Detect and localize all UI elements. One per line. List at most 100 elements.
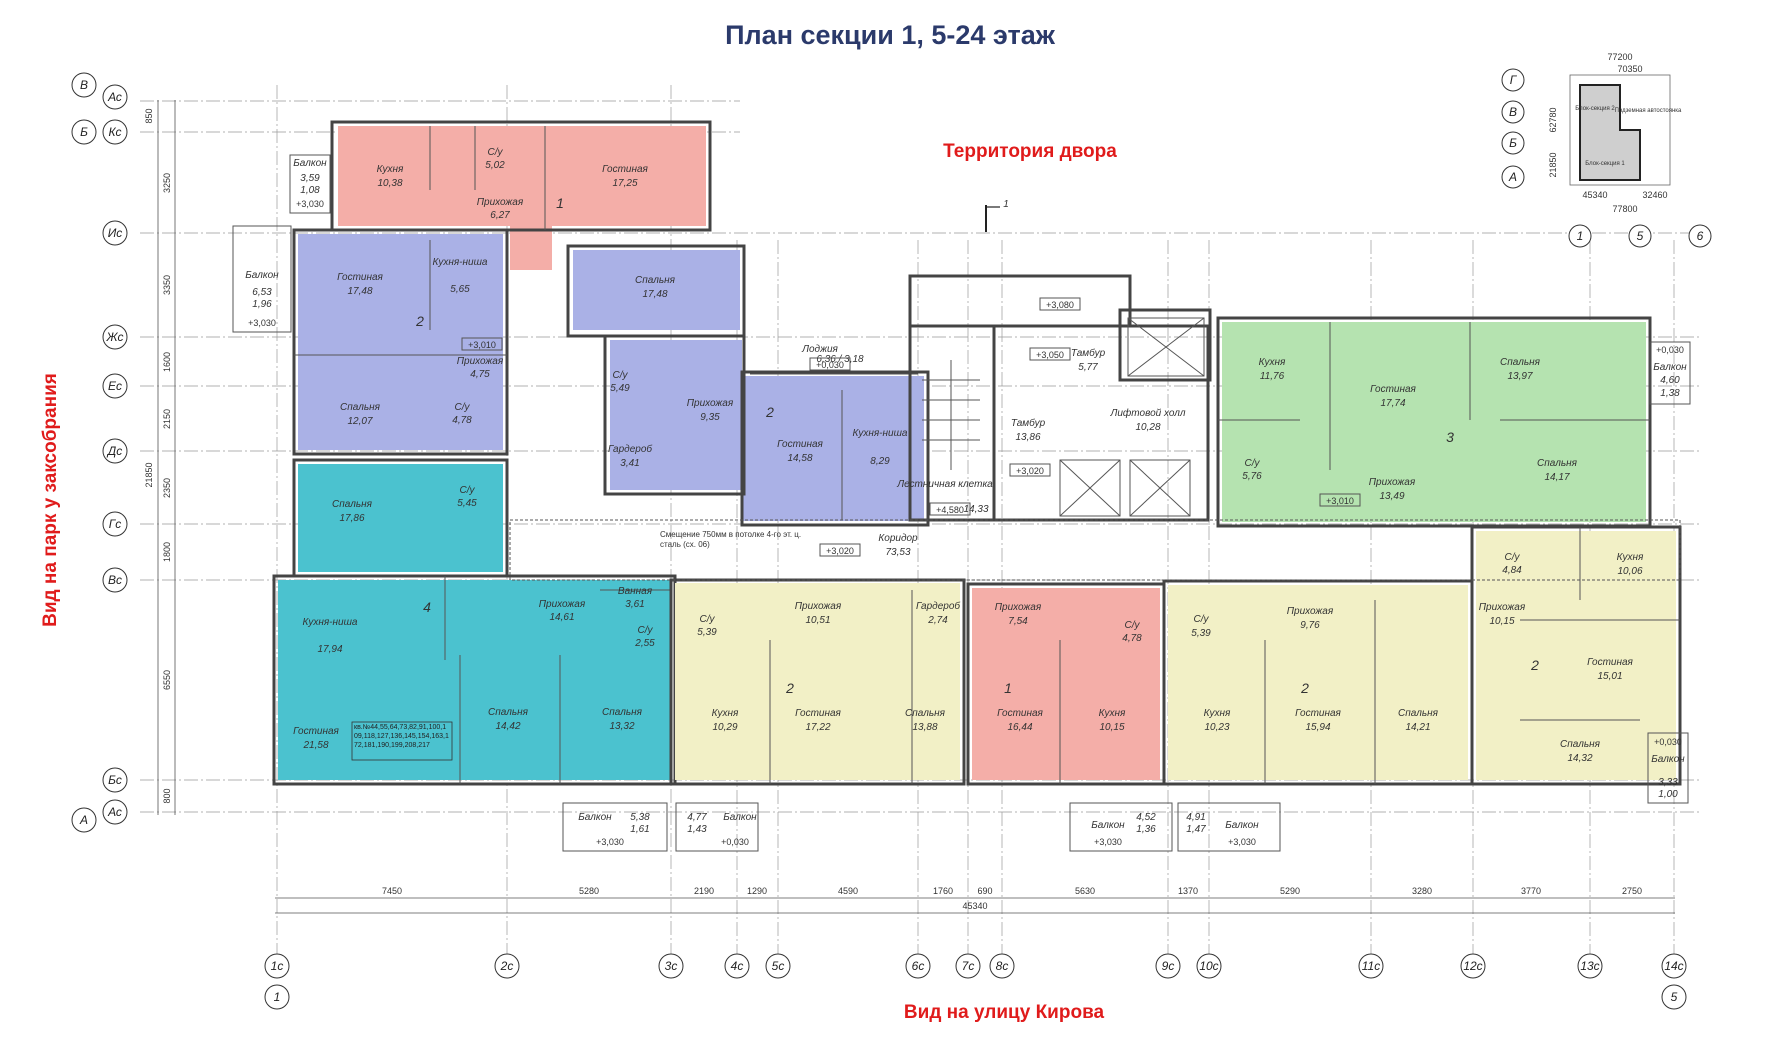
- section-mark: 1: [985, 199, 1009, 232]
- svg-text:21850: 21850: [144, 462, 154, 487]
- apartment-2-left[interactable]: Гостиная 17,48 Кухня-ниша 5,65 Прихожая …: [292, 228, 509, 456]
- svg-text:10,15: 10,15: [1489, 616, 1514, 627]
- svg-text:Кс: Кс: [108, 125, 121, 139]
- svg-text:1800: 1800: [162, 542, 172, 562]
- svg-text:4,78: 4,78: [1122, 633, 1142, 644]
- svg-text:77200: 77200: [1607, 52, 1632, 62]
- svg-text:5,39: 5,39: [1191, 628, 1211, 639]
- svg-text:62780: 62780: [1548, 107, 1558, 132]
- svg-text:5,49: 5,49: [610, 383, 630, 394]
- svg-text:800: 800: [162, 788, 172, 803]
- svg-text:10с: 10с: [1199, 959, 1218, 973]
- svg-text:+0,030: +0,030: [721, 837, 749, 847]
- svg-text:Подземная автостоянка: Подземная автостоянка: [1615, 108, 1682, 114]
- svg-text:7,54: 7,54: [1008, 616, 1028, 627]
- svg-text:Спальня: Спальня: [1500, 357, 1541, 368]
- left-axes: В Ас Б Кс Ис Жс Ес Дс Гс Вс Бс А Ас: [71, 72, 128, 833]
- svg-text:2150: 2150: [162, 409, 172, 429]
- svg-text:3,59: 3,59: [300, 173, 320, 184]
- svg-text:Балкон: Балкон: [245, 270, 279, 281]
- svg-text:Спальня: Спальня: [488, 707, 529, 718]
- svg-text:Гостиная: Гостиная: [777, 439, 823, 450]
- svg-text:5,02: 5,02: [485, 160, 505, 171]
- svg-text:+0,030: +0,030: [1654, 737, 1682, 747]
- svg-text:14,21: 14,21: [1405, 722, 1430, 733]
- bottom-axes: 1с 2с 3с 4с 5с 6с 7с 8с 9с 10с 11с 12с 1…: [264, 953, 1687, 1010]
- svg-text:+3,020: +3,020: [1016, 466, 1044, 476]
- balconies: Балкон 3,59 1,08 +3,030 Балкон 6,53 1,96…: [232, 154, 1691, 852]
- apartment-3[interactable]: Кухня 11,76 Гостиная 17,74 Спальня 13,97…: [1216, 316, 1652, 528]
- svg-text:Тамбур: Тамбур: [1011, 417, 1046, 429]
- svg-text:12,07: 12,07: [347, 416, 372, 427]
- svg-text:Балкон: Балкон: [578, 812, 612, 823]
- svg-text:6: 6: [1697, 229, 1704, 243]
- svg-text:14,61: 14,61: [549, 612, 574, 623]
- svg-text:3350: 3350: [162, 275, 172, 295]
- svg-text:17,22: 17,22: [805, 722, 830, 733]
- svg-text:1: 1: [1003, 199, 1009, 210]
- svg-text:1370: 1370: [1178, 886, 1198, 896]
- svg-text:6,53: 6,53: [252, 287, 272, 298]
- svg-text:+3,010: +3,010: [1326, 496, 1354, 506]
- svg-text:14,17: 14,17: [1544, 472, 1569, 483]
- park-view-label: Вид на парк у заксобрания: [40, 373, 61, 627]
- svg-text:Прихожая: Прихожая: [687, 398, 734, 409]
- svg-text:5280: 5280: [579, 886, 599, 896]
- key-plan: Блок-секция 2 Подземная автостоянка Блок…: [1501, 52, 1712, 248]
- svg-text:+3,030: +3,030: [596, 837, 624, 847]
- svg-text:Лестничная клетка: Лестничная клетка: [896, 479, 993, 490]
- svg-text:4,77: 4,77: [687, 812, 707, 823]
- svg-text:15,01: 15,01: [1597, 671, 1622, 682]
- svg-text:Ас: Ас: [107, 90, 122, 104]
- svg-text:Кухня: Кухня: [1204, 708, 1231, 719]
- svg-text:Блок-секция 1: Блок-секция 1: [1585, 161, 1625, 167]
- apartment-2-right[interactable]: С/у 4,84 Кухня 10,06 Прихожая 10,15 Гост…: [1470, 525, 1682, 786]
- svg-text:5с: 5с: [772, 959, 785, 973]
- svg-text:1,43: 1,43: [687, 824, 707, 835]
- svg-text:4,75: 4,75: [470, 369, 490, 380]
- apartment-2-bottom-b[interactable]: С/у 5,39 Прихожая 9,76 Кухня 10,23 Гости…: [1162, 579, 1474, 786]
- svg-text:3с: 3с: [665, 959, 678, 973]
- left-dimensions: 850 3250 3350 1600 2150 2350 1800 6550 8…: [144, 100, 176, 815]
- svg-text:Прихожая: Прихожая: [1287, 606, 1334, 617]
- svg-text:850: 850: [144, 108, 154, 123]
- bottom-dimensions: 7450 5280 2190 1290 4590 1760 690 5630 1…: [275, 886, 1675, 914]
- svg-text:Гостиная: Гостиная: [1295, 708, 1341, 719]
- svg-text:С/у: С/у: [1505, 552, 1521, 563]
- svg-text:Спальня: Спальня: [905, 708, 946, 719]
- svg-text:Прихожая: Прихожая: [795, 601, 842, 612]
- svg-text:3,33: 3,33: [1658, 777, 1678, 788]
- corridor-label: Коридор: [878, 533, 918, 544]
- svg-text:4,60: 4,60: [1660, 375, 1680, 386]
- svg-text:5630: 5630: [1075, 886, 1095, 896]
- svg-text:В: В: [1509, 105, 1517, 119]
- courtyard-label: Территория двора: [943, 141, 1117, 162]
- svg-text:10,38: 10,38: [377, 178, 402, 189]
- svg-text:Прихожая: Прихожая: [539, 599, 586, 610]
- svg-text:Балкон: Балкон: [1091, 820, 1125, 831]
- svg-text:5,65: 5,65: [450, 284, 470, 295]
- svg-text:5,76: 5,76: [1242, 471, 1262, 482]
- svg-text:1: 1: [274, 990, 281, 1004]
- apartment-1[interactable]: Кухня 10,38 С/у 5,02 Гостиная 17,25 Прих…: [330, 120, 712, 270]
- apartment-2-center[interactable]: Спальня 17,48 С/у 5,49 Прихожая 9,35 Гар…: [566, 244, 930, 527]
- apartment-2-bottom-a[interactable]: С/у 5,39 Прихожая 10,51 Гардероб 2,74 Ку…: [669, 578, 966, 786]
- apartment-1-bottom[interactable]: Прихожая 7,54 С/у 4,78 Гостиная 16,44 Ку…: [966, 582, 1166, 786]
- svg-text:3770: 3770: [1521, 886, 1541, 896]
- svg-text:С/у: С/у: [488, 147, 504, 158]
- svg-text:6с: 6с: [912, 959, 925, 973]
- apartment-4[interactable]: Спальня 17,86 С/у 5,45 Кухня-ниша 17,94 …: [272, 458, 677, 786]
- svg-text:14с: 14с: [1664, 959, 1683, 973]
- svg-text:Жс: Жс: [105, 330, 123, 344]
- svg-text:Гостиная: Гостиная: [795, 708, 841, 719]
- svg-text:16,44: 16,44: [1007, 722, 1032, 733]
- svg-text:+3,020: +3,020: [826, 546, 854, 556]
- svg-text:Балкон: Балкон: [723, 812, 757, 823]
- svg-text:70350: 70350: [1617, 64, 1642, 74]
- svg-text:Гостиная: Гостиная: [602, 164, 648, 175]
- svg-text:+3,030: +3,030: [1094, 837, 1122, 847]
- svg-text:1с: 1с: [271, 959, 284, 973]
- svg-text:9с: 9с: [1162, 959, 1175, 973]
- svg-text:5,77: 5,77: [1078, 362, 1098, 373]
